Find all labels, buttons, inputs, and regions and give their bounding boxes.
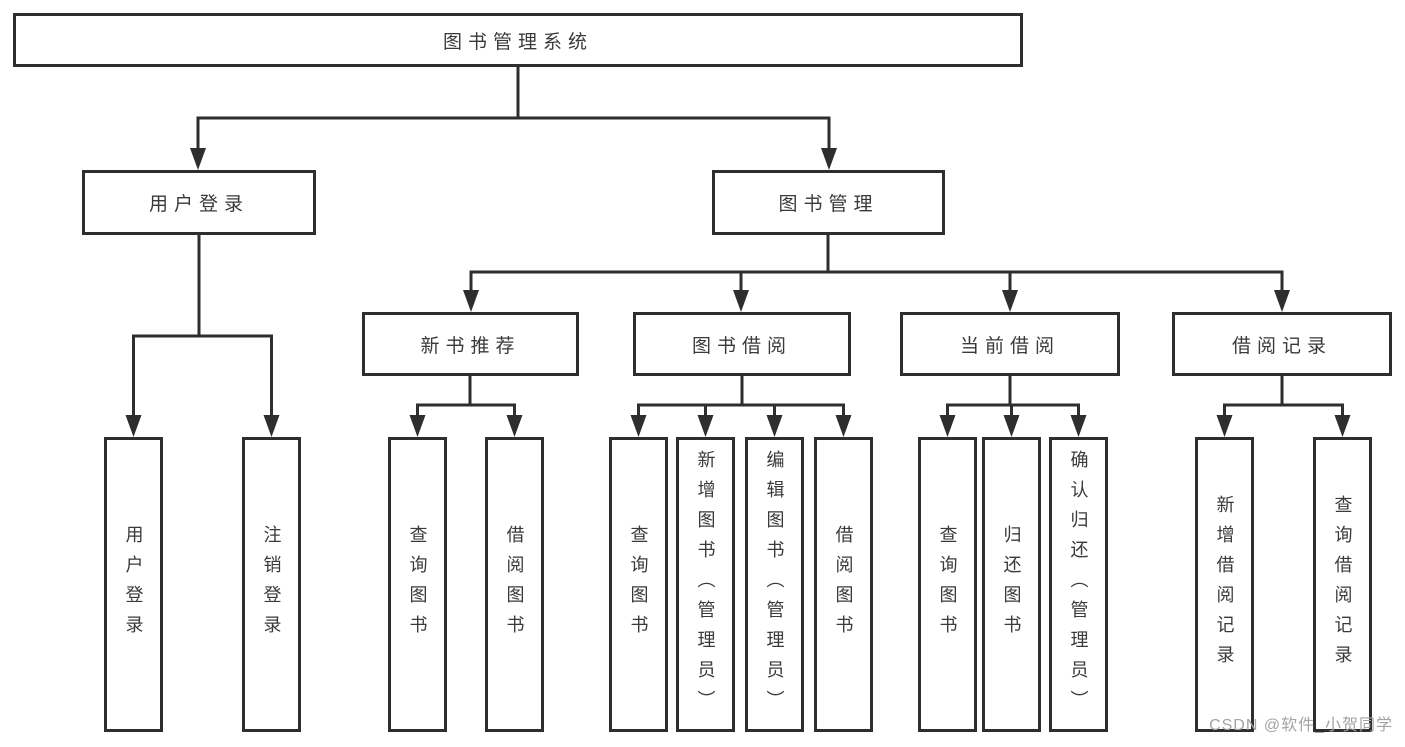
connector-newbook-to-leaves <box>416 376 516 417</box>
node-leaf-borrow-books-recommend: 借阅图书 <box>485 437 544 732</box>
connector-currentborrow-to-leaves <box>946 376 1080 417</box>
connector-bookmgmt-to-level3 <box>469 235 1284 292</box>
connector-root-to-level2 <box>196 67 831 150</box>
connector-bookborrow-to-leaves <box>637 376 845 417</box>
node-leaf-confirm-return-admin: 确认归还（管理员） <box>1049 437 1108 732</box>
node-current-borrowing: 当前借阅 <box>900 312 1120 376</box>
connector-borrowrecord-to-leaves <box>1223 376 1344 417</box>
node-leaf-borrow-books: 借阅图书 <box>814 437 873 732</box>
node-book-borrowing: 图书借阅 <box>633 312 851 376</box>
node-borrowing-records: 借阅记录 <box>1172 312 1392 376</box>
node-new-book-recommendation: 新书推荐 <box>362 312 579 376</box>
csdn-watermark: CSDN @软件_小贺同学 <box>1209 717 1393 734</box>
node-leaf-logout: 注销登录 <box>242 437 301 732</box>
node-leaf-add-borrow-record: 新增借阅记录 <box>1195 437 1254 732</box>
node-leaf-query-books-borrow: 查询图书 <box>609 437 668 732</box>
node-leaf-return-books: 归还图书 <box>982 437 1041 732</box>
node-leaf-edit-book-admin: 编辑图书（管理员） <box>745 437 804 732</box>
node-leaf-query-books-current: 查询图书 <box>918 437 977 732</box>
node-book-management: 图书管理 <box>712 170 945 235</box>
connector-userlogin-to-leaves <box>132 235 273 417</box>
arrowheads <box>125 148 1351 437</box>
node-leaf-add-book-admin: 新增图书（管理员） <box>676 437 735 732</box>
node-user-login: 用户登录 <box>82 170 316 235</box>
node-library-system: 图书管理系统 <box>13 13 1023 67</box>
node-leaf-user-login: 用户登录 <box>104 437 163 732</box>
node-leaf-query-borrow-record: 查询借阅记录 <box>1313 437 1372 732</box>
node-leaf-query-books-recommend: 查询图书 <box>388 437 447 732</box>
